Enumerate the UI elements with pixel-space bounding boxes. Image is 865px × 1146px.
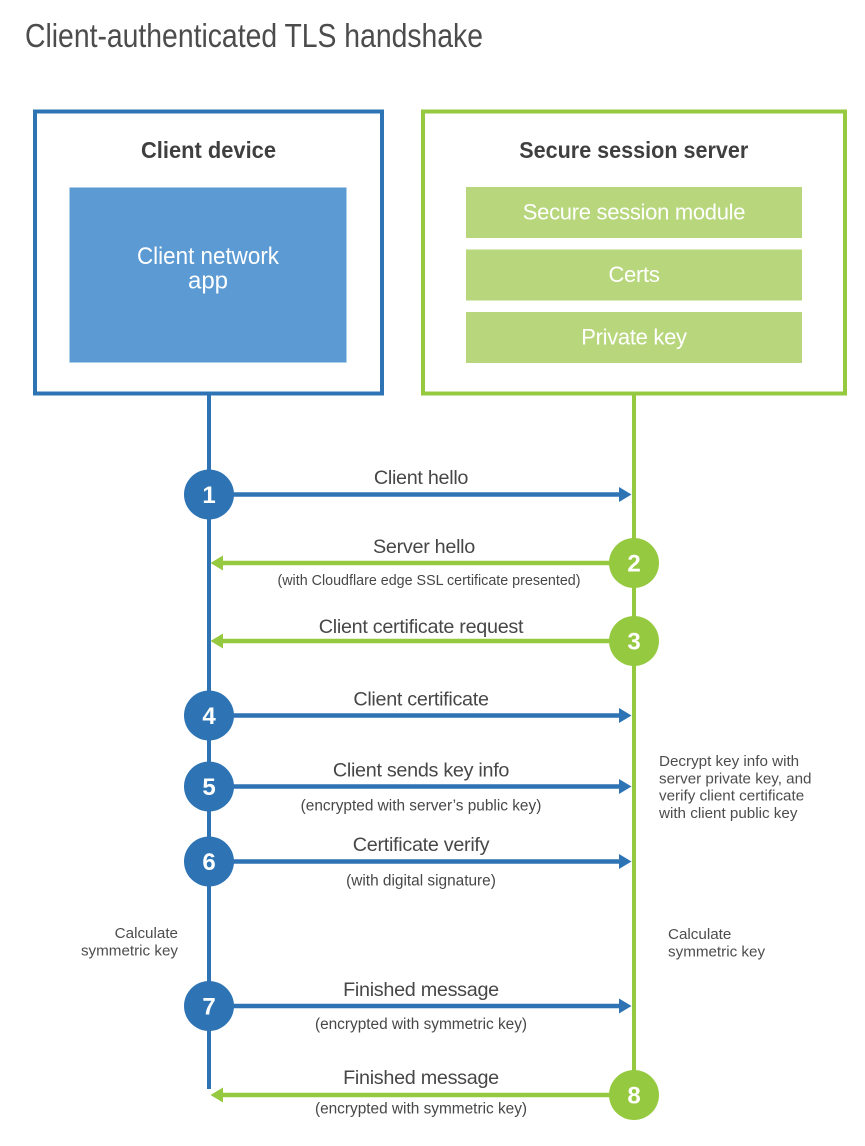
svg-text:app: app bbox=[188, 268, 228, 295]
svg-text:Private key: Private key bbox=[581, 325, 687, 350]
svg-text:Client-authenticated TLS hands: Client-authenticated TLS handshake bbox=[25, 17, 483, 54]
svg-text:with client public key: with client public key bbox=[658, 805, 798, 822]
svg-text:Decrypt key info with: Decrypt key info with bbox=[659, 753, 799, 770]
svg-text:Client certificate request: Client certificate request bbox=[319, 616, 524, 638]
svg-text:(encrypted with server’s publi: (encrypted with server’s public key) bbox=[301, 798, 542, 815]
svg-text:server private key, and: server private key, and bbox=[659, 770, 812, 787]
svg-text:(encrypted with symmetric key): (encrypted with symmetric key) bbox=[315, 1101, 527, 1118]
svg-text:8: 8 bbox=[627, 1083, 640, 1110]
svg-text:Server hello: Server hello bbox=[373, 536, 475, 558]
svg-text:6: 6 bbox=[202, 849, 215, 876]
svg-text:Secure session module: Secure session module bbox=[523, 200, 745, 225]
svg-text:Finished message: Finished message bbox=[343, 979, 499, 1001]
svg-text:Client sends key info: Client sends key info bbox=[333, 760, 510, 782]
svg-text:(encrypted with symmetric key): (encrypted with symmetric key) bbox=[315, 1016, 527, 1033]
svg-text:(with Cloudflare edge SSL cert: (with Cloudflare edge SSL certificate pr… bbox=[277, 573, 580, 589]
svg-text:Calculate: Calculate bbox=[668, 926, 731, 943]
svg-text:symmetric key: symmetric key bbox=[668, 944, 765, 961]
svg-text:Certs: Certs bbox=[608, 262, 659, 287]
svg-text:Finished message: Finished message bbox=[343, 1067, 499, 1089]
svg-text:4: 4 bbox=[202, 703, 216, 730]
svg-text:5: 5 bbox=[202, 774, 215, 801]
svg-text:Secure session server: Secure session server bbox=[519, 137, 748, 163]
svg-text:Client certificate: Client certificate bbox=[353, 689, 489, 711]
svg-text:2: 2 bbox=[627, 551, 640, 578]
svg-text:3: 3 bbox=[627, 629, 640, 656]
svg-text:7: 7 bbox=[202, 994, 215, 1021]
svg-text:symmetric key: symmetric key bbox=[81, 943, 178, 960]
svg-text:Client network: Client network bbox=[137, 243, 280, 270]
svg-text:1: 1 bbox=[202, 482, 215, 509]
svg-text:(with digital signature): (with digital signature) bbox=[346, 873, 496, 890]
svg-text:verify client certificate: verify client certificate bbox=[659, 788, 804, 805]
svg-text:Client hello: Client hello bbox=[374, 467, 469, 489]
svg-text:Certificate verify: Certificate verify bbox=[353, 834, 490, 856]
svg-text:Client device: Client device bbox=[141, 137, 276, 163]
svg-text:Calculate: Calculate bbox=[115, 925, 178, 942]
